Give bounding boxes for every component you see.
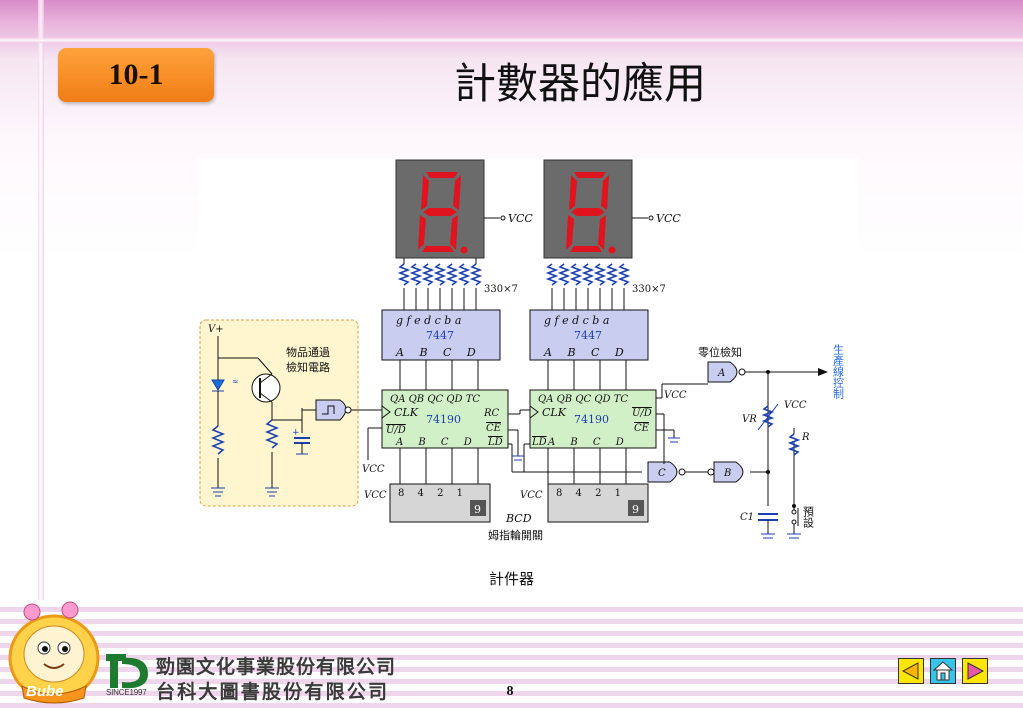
gate-b bbox=[713, 461, 744, 483]
svg-text:A B C D: A B C D bbox=[395, 437, 472, 448]
triangle-right-icon bbox=[962, 658, 988, 684]
company-name-2: 台科大圖書股份有限公司 bbox=[156, 681, 390, 703]
svg-text:VCC: VCC bbox=[520, 490, 543, 501]
mascot-text: Bube bbox=[26, 683, 64, 700]
r-label: R bbox=[801, 432, 810, 443]
counter-circuit-diagram: V+ ≈ 物品通過 檢知電路 + VCC VCC bbox=[198, 158, 858, 548]
counter-chip-2 bbox=[529, 389, 657, 449]
decoder-chip-2 bbox=[529, 309, 649, 361]
svg-text:≈: ≈ bbox=[232, 377, 239, 386]
vr-label: VR bbox=[742, 414, 757, 425]
decor-bottom-stripes bbox=[0, 600, 1023, 708]
decoder-chip-1 bbox=[381, 309, 501, 361]
prev-slide-button[interactable] bbox=[898, 658, 924, 684]
sensor-label-1: 物品通過 bbox=[286, 345, 330, 359]
svg-text:74190: 74190 bbox=[574, 413, 609, 426]
counter-chip-1 bbox=[381, 389, 509, 449]
svg-text:CE: CE bbox=[634, 423, 650, 434]
svg-text:CLK: CLK bbox=[542, 406, 567, 419]
svg-text:+: + bbox=[292, 428, 300, 438]
svg-text:A B C D: A B C D bbox=[543, 346, 624, 359]
zero-detect-label: 零位檢知 bbox=[698, 345, 742, 359]
vcc-label-2: VCC bbox=[656, 212, 681, 225]
resistor-array-2 bbox=[545, 263, 631, 286]
svg-text:A: A bbox=[717, 368, 725, 379]
since-label: SINCE1997 bbox=[106, 688, 147, 697]
gate-c bbox=[647, 461, 678, 483]
svg-text:B: B bbox=[723, 468, 731, 479]
output-label: 生產線控制 bbox=[832, 343, 845, 399]
svg-text:9: 9 bbox=[474, 503, 481, 516]
home-button[interactable] bbox=[930, 658, 956, 684]
vplus-label: V+ bbox=[208, 324, 224, 335]
svg-text:CLK: CLK bbox=[394, 406, 419, 419]
bube-mascot: Bube bbox=[8, 601, 100, 704]
svg-text:8 4 2 1: 8 4 2 1 bbox=[556, 488, 621, 499]
svg-text:RC: RC bbox=[483, 408, 500, 419]
svg-text:LD: LD bbox=[531, 437, 547, 448]
svg-text:QA QB QC QD TC: QA QB QC QD TC bbox=[390, 394, 480, 405]
decor-vertical-stripe bbox=[38, 0, 44, 708]
decor-horizontal-stripe bbox=[0, 38, 1023, 43]
svg-text:9: 9 bbox=[632, 503, 639, 516]
home-icon bbox=[930, 658, 956, 684]
svg-text:g f e d c b a: g f e d c b a bbox=[544, 314, 609, 327]
svg-text:7447: 7447 bbox=[574, 329, 602, 342]
resistor-label-2: 330×7 bbox=[632, 284, 666, 295]
gate-a bbox=[707, 361, 738, 383]
svg-text:U/D: U/D bbox=[632, 408, 652, 419]
section-badge: 10-1 bbox=[58, 48, 214, 102]
preset-label: 預設 bbox=[802, 506, 815, 528]
slide-title: 計數器的應用 bbox=[453, 59, 706, 108]
svg-text:A B C D: A B C D bbox=[547, 437, 624, 448]
thumbwheel-label: 姆指輪開關 bbox=[488, 528, 543, 542]
resistor-array-1 bbox=[397, 263, 483, 286]
svg-text:VCC: VCC bbox=[784, 400, 807, 411]
svg-text:g f e d c b a: g f e d c b a bbox=[396, 314, 461, 327]
sensor-label-2: 檢知電路 bbox=[286, 360, 330, 374]
sensor-panel bbox=[199, 319, 359, 507]
svg-text:CE: CE bbox=[486, 423, 502, 434]
triangle-left-icon bbox=[898, 658, 924, 684]
svg-text:7447: 7447 bbox=[426, 329, 454, 342]
svg-text:QA QB QC QD TC: QA QB QC QD TC bbox=[538, 394, 628, 405]
page-number: 8 bbox=[506, 684, 514, 699]
c1-label: C1 bbox=[740, 512, 754, 523]
svg-text:U/D: U/D bbox=[386, 425, 406, 436]
next-slide-button[interactable] bbox=[962, 658, 988, 684]
company-logo-icon bbox=[106, 654, 148, 689]
bcd-label: BCD bbox=[505, 512, 532, 525]
svg-text:LD: LD bbox=[487, 437, 503, 448]
svg-text:VCC: VCC bbox=[364, 490, 387, 501]
diagram-caption: 計件器 bbox=[488, 570, 534, 588]
svg-text:A B C D: A B C D bbox=[395, 346, 476, 359]
vcc-label-1: VCC bbox=[508, 212, 533, 225]
svg-text:C: C bbox=[658, 468, 666, 479]
svg-text:VCC: VCC bbox=[362, 464, 385, 475]
svg-text:74190: 74190 bbox=[426, 413, 461, 426]
resistor-label-1: 330×7 bbox=[484, 284, 518, 295]
svg-text:8 4 2 1: 8 4 2 1 bbox=[398, 488, 463, 499]
svg-text:VCC: VCC bbox=[664, 390, 687, 401]
company-name-1: 勁園文化事業股份有限公司 bbox=[156, 656, 397, 678]
